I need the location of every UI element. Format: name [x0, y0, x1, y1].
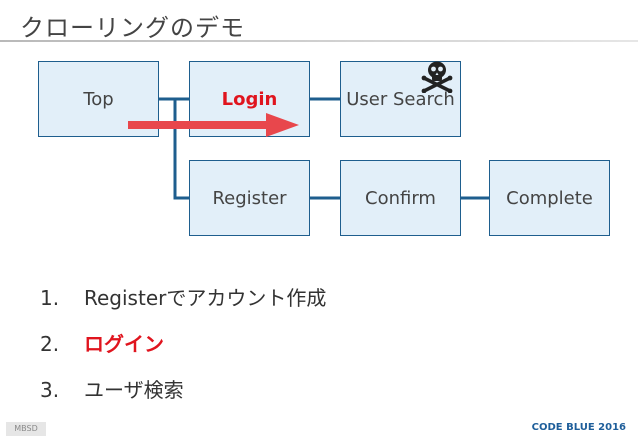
step-3: 3. ユーザ検索: [40, 374, 184, 403]
step-3-text: ユーザ検索: [84, 378, 184, 402]
slide-title: クローリングのデモ: [20, 14, 245, 42]
node-register: Register: [189, 160, 310, 236]
node-register-label: Register: [212, 187, 287, 209]
node-confirm-label: Confirm: [365, 187, 436, 209]
title-divider: [0, 40, 638, 42]
step-1-number: 1.: [40, 286, 60, 310]
step-3-number: 3.: [40, 378, 60, 402]
connector-top-register: [173, 99, 190, 200]
code-blue-brand: CODE BLUE 2016: [531, 422, 626, 433]
node-complete: Complete: [489, 160, 610, 236]
step-1-text: Registerでアカウント作成: [84, 286, 327, 310]
step-2: 2. ログイン: [40, 328, 164, 357]
step-1: 1. Registerでアカウント作成: [40, 282, 326, 311]
node-confirm: Confirm: [340, 160, 461, 236]
mbsd-logo: MBSD: [6, 422, 46, 436]
node-top-label: Top: [83, 88, 114, 110]
step-2-text: ログイン: [84, 332, 164, 356]
node-complete-label: Complete: [506, 187, 593, 209]
skull-crossbones-icon: [421, 61, 453, 93]
node-user-search: User Search: [340, 61, 461, 137]
step-2-number: 2.: [40, 332, 60, 356]
node-login-label: Login: [221, 88, 278, 110]
node-user-search-label: User Search: [346, 88, 455, 110]
